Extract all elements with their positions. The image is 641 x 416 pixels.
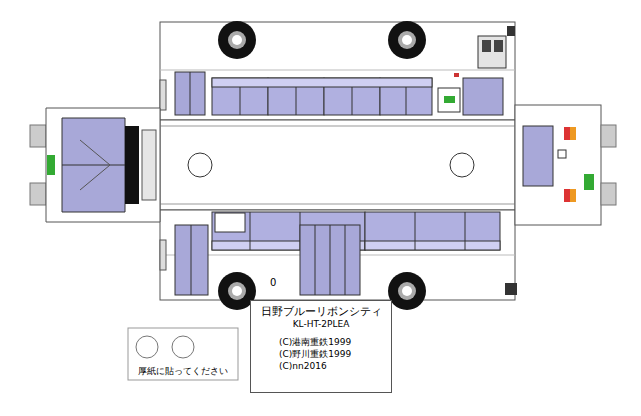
upper-side-panel-part <box>160 22 515 120</box>
upper-side-panel-part <box>160 80 166 110</box>
lower-side-panel-part <box>415 212 416 250</box>
upper-side-panel-part <box>463 78 503 115</box>
roof-panel-part <box>450 153 474 177</box>
lower-side-panel-part <box>398 282 416 300</box>
copyright-line: (C)野川重鉄1999 <box>255 348 387 360</box>
upper-side-panel-part <box>160 70 515 71</box>
model-name: 日野ブルーリボンシティ <box>255 305 387 318</box>
rear-face-panel <box>515 105 616 225</box>
cardboard-note-circles-part <box>128 328 238 380</box>
lower-side-panel-part <box>175 225 208 295</box>
lower-side-panel-part <box>402 286 412 296</box>
rear-face-panel-part <box>564 189 570 202</box>
upper-side-panel-part <box>402 35 412 45</box>
lower-side-panel-part <box>388 272 426 310</box>
upper-side-panel-part <box>175 72 205 115</box>
roof-panel-part <box>160 126 515 127</box>
upper-side-panel-part <box>190 72 191 115</box>
lower-side-panel-part <box>365 212 500 250</box>
upper-side-panel-part <box>240 87 241 115</box>
upper-side-panel-part <box>478 36 506 68</box>
upper-side-panel-part <box>228 31 246 49</box>
rear-face-panel-part <box>515 105 601 225</box>
lower-side-panel-part <box>365 241 500 250</box>
lower-side-panel-part <box>505 283 517 295</box>
lower-side-panel-part <box>160 240 166 270</box>
lower-side-panel-part <box>191 225 192 295</box>
cardboard-note: 厚紙に貼ってください <box>128 328 238 380</box>
front-face-panel-part <box>46 108 160 222</box>
copyright-line: (C)nn2016 <box>255 360 387 372</box>
rear-face-panel-part <box>570 127 576 140</box>
lower-side-panel-part <box>228 282 246 300</box>
rear-face-panel-part <box>570 189 576 202</box>
lower-side-panel <box>160 210 517 310</box>
upper-side-panel-part <box>352 87 353 115</box>
lower-side-panel-part <box>160 210 515 300</box>
lower-side-panel-part <box>315 225 316 295</box>
front-face-panel-part <box>80 140 110 165</box>
lower-side-panel-part <box>330 225 331 295</box>
upper-side-panel-part <box>438 88 460 112</box>
upper-side-panel-part <box>444 96 455 103</box>
upper-side-panel-part <box>296 87 297 115</box>
roof-panel-part <box>160 204 515 205</box>
copyright-line: (C)港南重鉄1999 <box>255 336 387 348</box>
lower-side-panel-part <box>232 286 242 296</box>
upper-side-panel-part <box>398 31 416 49</box>
lower-side-panel-part <box>300 225 360 295</box>
front-face-panel-part <box>30 183 46 205</box>
lower-side-panel-part <box>345 225 346 295</box>
cardboard-note-circles-part <box>172 336 194 358</box>
rear-face-panel-part <box>601 183 616 205</box>
upper-side-panel-part <box>507 26 515 36</box>
cardboard-note-circles-part <box>136 336 158 358</box>
front-face-panel-part <box>142 130 156 200</box>
rear-face-panel-part <box>584 174 594 190</box>
lower-side-panel-part <box>215 213 245 232</box>
upper-side-panel-part <box>218 21 256 59</box>
rear-face-panel-part <box>601 125 616 147</box>
model-code: KL-HT-2PLEA <box>255 318 387 330</box>
upper-side-panel-part <box>454 73 459 77</box>
front-face-panel-part <box>80 165 110 190</box>
upper-side-panel <box>160 21 515 120</box>
cardboard-note-circles <box>128 328 238 380</box>
front-face-panel-part <box>62 118 125 212</box>
upper-side-panel-part <box>388 21 426 59</box>
rear-face-panel-part <box>523 126 553 186</box>
upper-side-panel-part <box>212 78 432 87</box>
rear-face-panel-part <box>564 127 570 140</box>
lower-side-panel-part <box>250 212 251 250</box>
upper-side-panel-part <box>406 87 407 115</box>
model-info-tab: 日野ブルーリボンシティKL-HT-2PLEA (C)港南重鉄1999(C)野川重鉄… <box>250 300 392 393</box>
front-face-panel <box>30 108 160 222</box>
lower-side-panel-part <box>465 212 466 250</box>
upper-side-panel-part <box>482 40 491 52</box>
instruction-note: 厚紙に貼ってください <box>130 365 236 377</box>
upper-side-panel-part <box>232 35 242 45</box>
front-face-panel-part <box>30 125 46 147</box>
front-face-panel-part <box>125 126 139 204</box>
front-face-panel-part <box>47 155 55 175</box>
rear-face-panel-part <box>558 150 566 158</box>
upper-side-panel-part <box>494 40 503 52</box>
front-face-panel-part <box>62 165 125 166</box>
roof-panel <box>160 120 515 210</box>
roof-panel-part <box>160 120 515 210</box>
bus-number: 0 <box>270 277 276 289</box>
roof-panel-part <box>188 153 212 177</box>
